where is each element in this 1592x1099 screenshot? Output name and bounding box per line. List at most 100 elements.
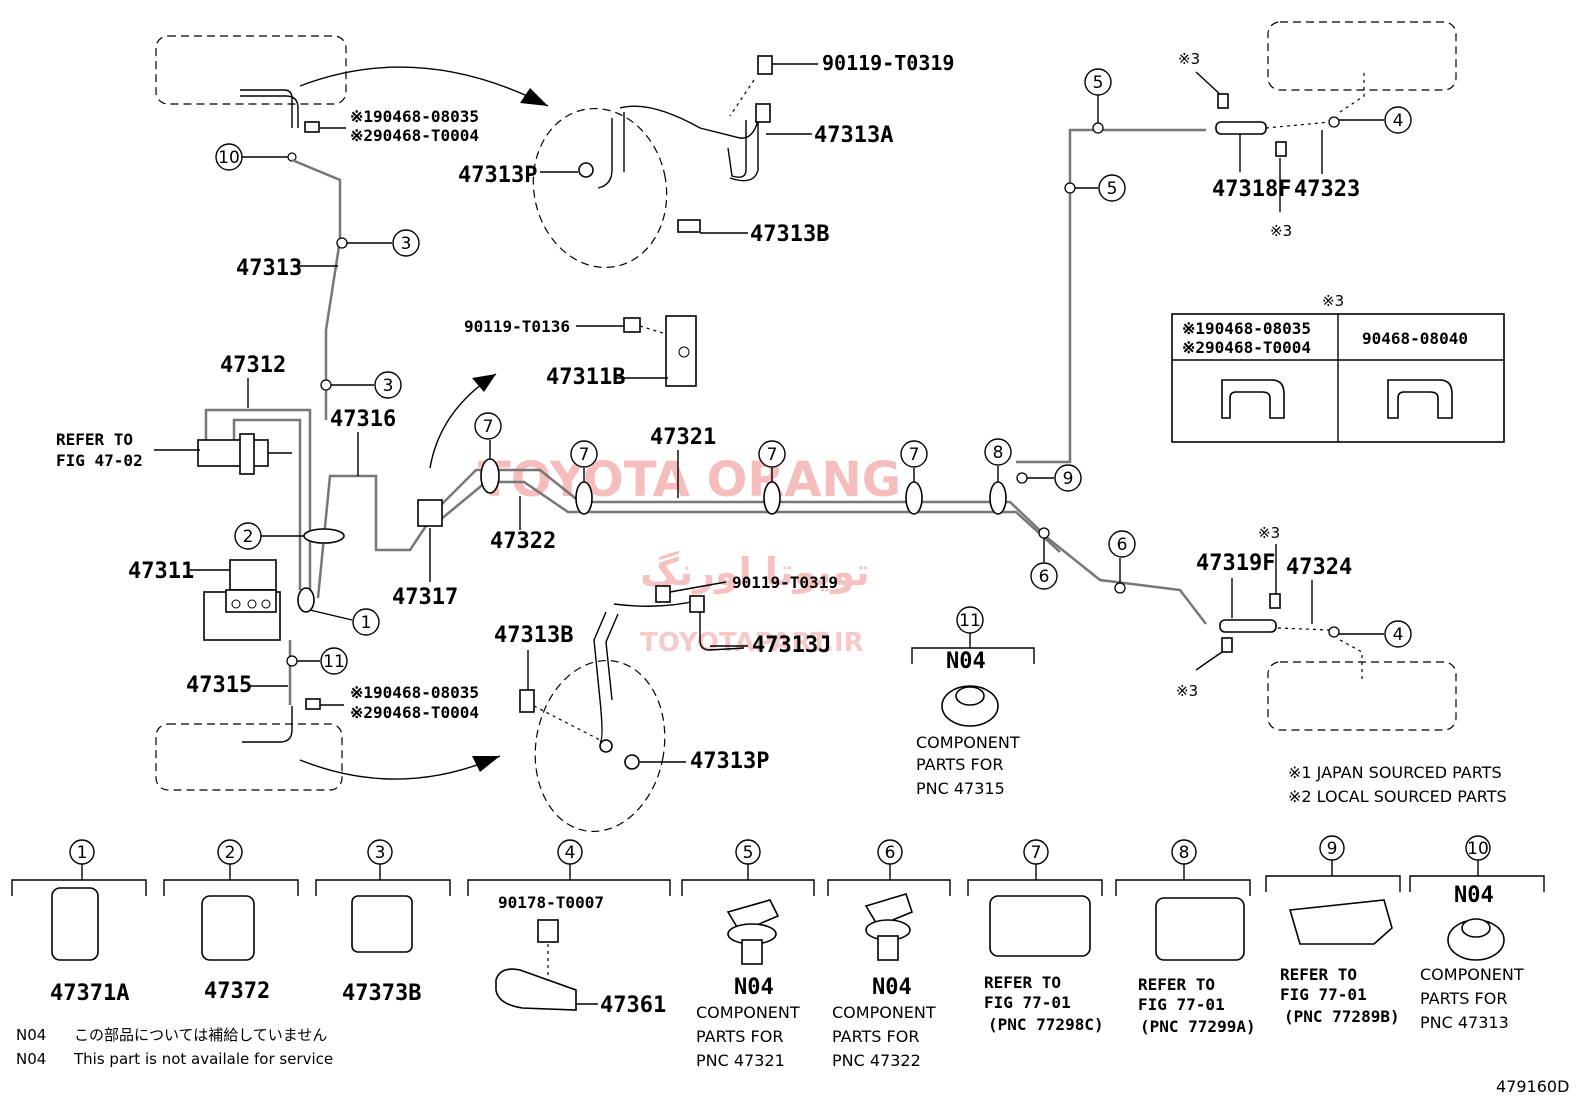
part-47313B-bot: 47313B — [494, 623, 573, 648]
callout-1 — [352, 608, 380, 636]
component-47315-l1: COMPONENT — [916, 733, 1020, 752]
clamp-7-c: 7 — [758, 440, 786, 515]
footnote-jp: この部品については補給していません — [74, 1026, 327, 1044]
clip-table-col2: 90468-08040 — [1362, 329, 1468, 348]
legend-item-2: 2 47372 — [163, 839, 299, 1004]
svg-text:8: 8 — [1179, 843, 1190, 863]
part-90119-T0319-top: 90119-T0319 — [822, 51, 954, 75]
callout-3-b-label: 3 — [383, 376, 394, 396]
part-47313A: 47313A — [814, 123, 893, 148]
svg-text:8: 8 — [993, 443, 1004, 463]
part-47323: 47323 — [1294, 177, 1360, 202]
pipe-47316 — [316, 474, 432, 599]
legend-2-label: 47372 — [204, 979, 270, 1004]
note-japan: ※1 JAPAN SOURCED PARTS — [1288, 763, 1502, 782]
callout-5-a — [1084, 68, 1112, 96]
legend-5-l1: COMPONENT — [696, 1003, 800, 1022]
part-47313B-top: 47313B — [750, 222, 829, 247]
legend-5-l2: PARTS FOR — [696, 1027, 783, 1046]
top-left-hose-end — [240, 95, 299, 128]
bottom-hose-detail-ellipse — [534, 659, 666, 833]
pipe-47322 — [428, 468, 1207, 625]
svg-text:2: 2 — [225, 843, 236, 863]
svg-text:4: 4 — [565, 843, 576, 863]
svg-text:7: 7 — [1031, 843, 1042, 863]
part-47315: 47315 — [186, 673, 252, 698]
clamp-7-b: 7 — [570, 440, 598, 515]
callout-11-a-label: 11 — [323, 652, 345, 672]
svg-text:7: 7 — [579, 445, 590, 465]
part-47311: 47311 — [128, 559, 194, 584]
clip-icon-top — [304, 121, 320, 133]
refer-fig-line2: FIG 47-02 — [56, 451, 143, 470]
legend-4-extra: 90178-T0007 — [498, 893, 604, 912]
legend-8-label: REFER TO — [1138, 975, 1215, 994]
master-cylinder — [197, 439, 269, 467]
n04-callout-11: N04 — [946, 649, 986, 674]
part-47313P-top: 47313P — [458, 163, 537, 188]
legend-item-1: 1 47371A — [11, 839, 147, 1006]
clamp-8: 8 — [984, 438, 1012, 515]
pipe-47321 — [439, 480, 1061, 553]
clamp-77299A-icon — [1155, 897, 1245, 961]
pipe-47318F — [1016, 128, 1206, 464]
svg-text:7: 7 — [483, 417, 494, 437]
legend-9-label: REFER TO — [1280, 965, 1357, 984]
legend-7-l2: (PNC 77298C) — [988, 1015, 1104, 1034]
callout-10-label: 10 — [218, 148, 240, 168]
clip-table-title: ※3 — [1322, 292, 1344, 310]
part-47322: 47322 — [490, 529, 556, 554]
clip-5-icon — [726, 899, 780, 934]
abs-actuator-top — [229, 559, 277, 591]
svg-text:6: 6 — [885, 843, 896, 863]
svg-text:9: 9 — [1063, 469, 1074, 489]
clip-pn-top-a: ※190468-08035 — [350, 107, 479, 126]
watermark-url: TOYOTAPART.IR — [640, 628, 864, 658]
clamp-47372-icon — [201, 895, 255, 961]
bottom-left-wheel-box — [155, 723, 343, 791]
callout-5-b-label: 5 — [1107, 179, 1118, 199]
clamp-7-a: 7 — [474, 412, 502, 494]
clamp-77289B-icon — [1288, 899, 1393, 945]
callout-6-a-label: 6 — [1039, 567, 1050, 587]
part-47313P-bot: 47313P — [690, 749, 769, 774]
watermark-persian: تویوتا اورنگ — [640, 550, 870, 595]
legend-9-l2: (PNC 77289B) — [1284, 1007, 1400, 1026]
legend-5-l3: PNC 47321 — [696, 1051, 785, 1070]
top-left-wheel-box — [155, 35, 347, 105]
callout-5-b — [1098, 174, 1126, 202]
part-47316: 47316 — [330, 407, 396, 432]
svg-text:7: 7 — [909, 445, 920, 465]
top-hose-detail-ellipse — [532, 107, 668, 269]
arrow-top — [299, 66, 549, 107]
part-90119-T0319-bot: 90119-T0319 — [732, 573, 838, 592]
legend-item-7: 7 REFER TO FIG 77-01 (PNC 77298C) — [967, 839, 1104, 1034]
callout-4-a — [1384, 106, 1412, 134]
callout-3-a-label: 3 — [401, 234, 412, 254]
joint-47317 — [417, 499, 443, 527]
callout-5-a-label: 5 — [1093, 73, 1104, 93]
part-47312: 47312 — [220, 353, 286, 378]
part-47311B: 47311B — [546, 365, 625, 390]
legend-item-10: 10 N04 COMPONENT PARTS FOR PNC 47313 — [1409, 835, 1545, 1032]
callout-4-a-label: 4 — [1393, 111, 1404, 131]
clip-pn-bot-b: ※290468-T0004 — [350, 703, 479, 722]
component-47315-l2: PARTS FOR — [916, 755, 1003, 774]
callout-6-b — [1108, 530, 1136, 558]
legend-6-l3: PNC 47322 — [832, 1051, 921, 1070]
top-right-wheel-box — [1267, 21, 1457, 91]
legend-row: 1 47371A 2 47372 3 47373B 4 90178-T0007 — [11, 835, 1545, 1070]
svg-text:1: 1 — [77, 843, 88, 863]
callout-6-a — [1030, 562, 1058, 590]
legend-3-label: 47373B — [342, 981, 421, 1006]
mark3-bot-b: ※3 — [1176, 682, 1198, 700]
svg-text:9: 9 — [1327, 839, 1338, 859]
clip-pn-bot-a: ※190468-08035 — [350, 683, 479, 702]
bolt-90178-icon — [537, 919, 559, 943]
part-47313J: 47313J — [752, 633, 831, 658]
clip-icon-table-2 — [1387, 379, 1453, 419]
svg-text:3: 3 — [375, 843, 386, 863]
note-local: ※2 LOCAL SOURCED PARTS — [1288, 787, 1507, 806]
legend-item-6: 6 N04 COMPONENT PARTS FOR PNC 47322 — [827, 839, 951, 1070]
